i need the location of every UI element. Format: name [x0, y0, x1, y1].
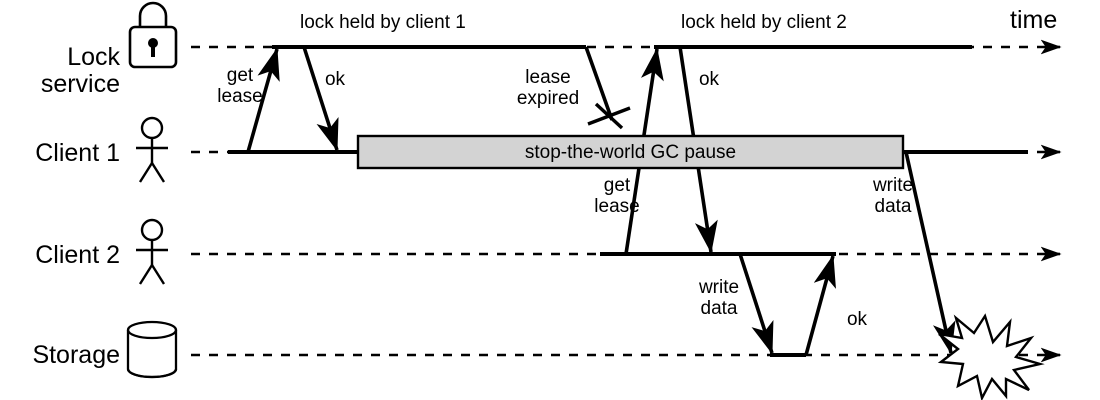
lane-label-client-1: Client 1	[35, 139, 120, 167]
lane-label-lock-service-line1: Lock service	[40, 42, 120, 98]
msg-get-lease-client-1: get lease	[217, 65, 263, 107]
msg-lease-expired: lease expired	[516, 67, 580, 109]
msg-get-lease-client-2: get lease	[594, 175, 640, 217]
lane-label-storage: Storage	[32, 341, 120, 369]
arrow-write-data-client-2	[738, 253, 774, 355]
gc-pause-box	[356, 134, 905, 170]
stick-figure-icon	[136, 116, 168, 183]
lane-label-lock-service: Lock service	[0, 16, 120, 126]
lease-expiry-cross-icon	[587, 102, 631, 130]
msg-write-data-client-1: write data	[872, 175, 914, 217]
database-cylinder-icon	[126, 320, 178, 379]
arrow-write-data-client-1	[904, 151, 956, 355]
arrow-ok-from-storage	[804, 254, 836, 356]
header-lock-held-by-client-1: lock held by client 1	[300, 12, 466, 33]
arrow-get-lease-client-1	[246, 47, 280, 153]
lane-label-client-2: Client 2	[35, 241, 120, 269]
msg-ok-from-storage: ok	[846, 309, 868, 330]
msg-ok-to-client-2: ok	[698, 69, 720, 90]
header-lock-held-by-client-2: lock held by client 2	[681, 12, 847, 33]
gc-pause-label: stop-the-world GC pause	[524, 142, 737, 163]
corruption-starburst-icon	[937, 313, 1045, 400]
padlock-icon	[128, 1, 178, 69]
stick-figure-icon	[136, 218, 168, 285]
lease-expiry-line	[584, 46, 614, 121]
msg-write-data-client-2: write data	[698, 277, 740, 319]
time-axis-label: time	[1010, 6, 1058, 34]
arrow-ok-to-client-1	[302, 46, 339, 152]
msg-ok-to-client-1: ok	[324, 69, 346, 90]
